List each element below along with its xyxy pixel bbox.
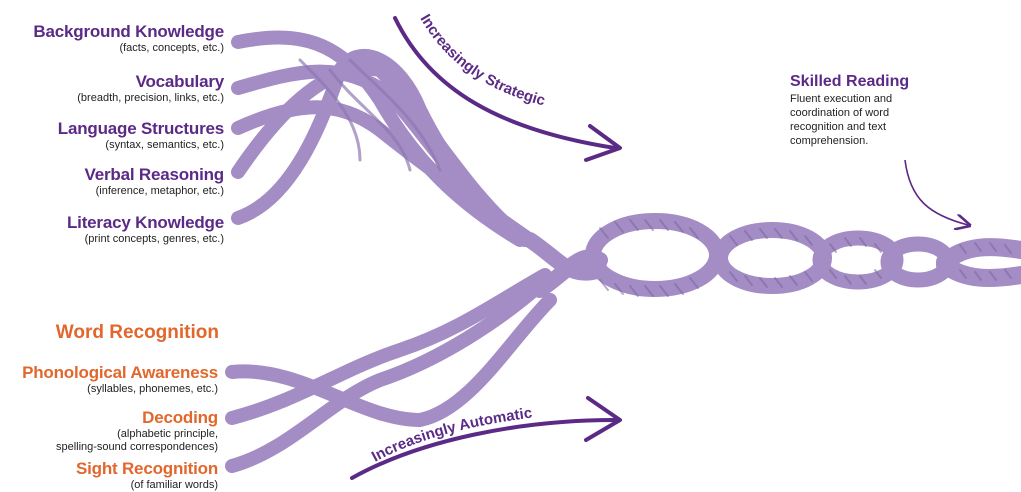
skilled-reading-desc-line-4: comprehension. xyxy=(790,134,950,148)
strand-label-sight-recognition: Sight Recognition (of familiar words) xyxy=(76,459,218,492)
strategic-arrow-label: Increasingly Strategic xyxy=(417,11,547,109)
skilled-reading-desc-line-1: Fluent execution and xyxy=(790,92,950,106)
strand-label-phonological-awareness: Phonological Awareness (syllables, phone… xyxy=(22,363,218,396)
lower-strands xyxy=(232,275,550,466)
strand-subtitle: (syntax, semantics, etc.) xyxy=(58,139,224,152)
skilled-reading-pointer xyxy=(905,160,968,225)
skilled-reading-desc-line-3: recognition and text xyxy=(790,120,950,134)
strand-subtitle-line-2: spelling-sound correspondences) xyxy=(56,441,218,454)
strand-decoding xyxy=(232,275,545,418)
skilled-reading-desc-line-2: coordination of word xyxy=(790,106,950,120)
strand-label-verbal-reasoning: Verbal Reasoning (inference, metaphor, e… xyxy=(85,165,224,198)
strand-subtitle: (facts, concepts, etc.) xyxy=(33,42,224,55)
strand-label-background-knowledge: Background Knowledge (facts, concepts, e… xyxy=(33,22,224,55)
strand-subtitle: (breadth, precision, links, etc.) xyxy=(77,92,224,105)
strand-title: Phonological Awareness xyxy=(22,363,218,383)
strand-title: Literacy Knowledge xyxy=(67,213,224,233)
skilled-reading-title: Skilled Reading xyxy=(790,72,950,92)
word-recognition-heading: Word Recognition xyxy=(56,322,219,344)
skilled-reading-label: Skilled Reading Fluent execution and coo… xyxy=(790,72,950,148)
upper-strands xyxy=(238,38,530,240)
strand-subtitle-line-1: (alphabetic principle, xyxy=(56,428,218,441)
strand-title: Decoding xyxy=(56,408,218,428)
main-braid xyxy=(530,220,1021,296)
strand-label-vocabulary: Vocabulary (breadth, precision, links, e… xyxy=(77,72,224,105)
strand-title: Sight Recognition xyxy=(76,459,218,479)
strand-title: Vocabulary xyxy=(77,72,224,92)
strand-label-decoding: Decoding (alphabetic principle, spelling… xyxy=(56,408,218,454)
strand-title: Verbal Reasoning xyxy=(85,165,224,185)
strand-label-literacy-knowledge: Literacy Knowledge (print concepts, genr… xyxy=(67,213,224,246)
strand-label-language-structures: Language Structures (syntax, semantics, … xyxy=(58,119,224,152)
strand-subtitle: (syllables, phonemes, etc.) xyxy=(22,383,218,396)
braid-loop-1 xyxy=(593,221,717,289)
strand-title: Background Knowledge xyxy=(33,22,224,42)
strand-subtitle: (print concepts, genres, etc.) xyxy=(67,233,224,246)
strand-title: Language Structures xyxy=(58,119,224,139)
strand-subtitle: (of familiar words) xyxy=(76,479,218,492)
strand-subtitle: (inference, metaphor, etc.) xyxy=(85,185,224,198)
